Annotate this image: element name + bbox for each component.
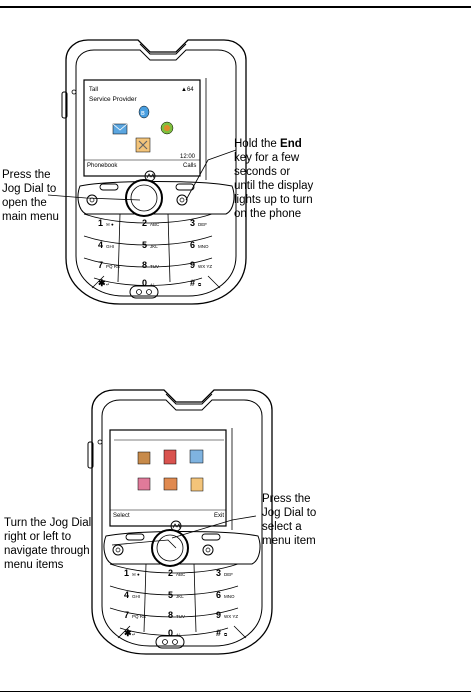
end-key-label: End bbox=[280, 138, 302, 150]
keypad-digit: 0 bbox=[168, 628, 173, 638]
keypad-letters: +↑ bbox=[176, 632, 181, 637]
callout-select: Press the Jog Dial to select a menu item bbox=[262, 492, 316, 548]
keypad-digit: 8 bbox=[142, 260, 147, 270]
settings-icon bbox=[135, 137, 151, 153]
callout-line: open the bbox=[2, 197, 47, 209]
callout-line: main menu bbox=[2, 211, 59, 223]
keypad-digit: 2 bbox=[142, 218, 147, 228]
signal-indicator: Tall bbox=[89, 87, 98, 93]
svg-text:ʙ: ʙ bbox=[141, 110, 145, 117]
callout-line: on the phone bbox=[234, 208, 302, 220]
left-softkey-label-2: Select bbox=[113, 513, 130, 519]
right-softkey-label: Calls bbox=[183, 163, 196, 169]
callout-line: select a bbox=[262, 521, 302, 533]
callout-line: Press the bbox=[262, 493, 311, 505]
keypad-letters: JKL bbox=[150, 244, 158, 249]
keypad-letters: WX YZ bbox=[198, 264, 212, 269]
keypad-letters: PQ RS bbox=[132, 614, 146, 619]
menu-icon-6 bbox=[190, 477, 204, 492]
keypad-letters: JKL bbox=[176, 594, 184, 599]
keypad-letters: TUV bbox=[176, 614, 185, 619]
clock-display: 12:00 bbox=[180, 154, 196, 160]
keypad-digit: 4 bbox=[124, 590, 129, 600]
menu-icon-3 bbox=[189, 449, 204, 464]
callout-line: Press the bbox=[2, 169, 51, 181]
callout-navigate: Turn the Jog Dial right or left to navig… bbox=[4, 516, 91, 572]
keypad-letters: DEF bbox=[198, 222, 207, 227]
keypad-letters: ⧉ bbox=[198, 282, 202, 287]
keypad-digit: 1 bbox=[124, 568, 129, 578]
callout-line: Jog Dial to bbox=[262, 507, 317, 519]
keypad-letters: GHI bbox=[132, 594, 140, 599]
callout-line: lights up to turn bbox=[234, 194, 313, 206]
battery-indicator: ▲64 bbox=[181, 87, 194, 93]
keypad-digit: 1 bbox=[98, 218, 103, 228]
keypad-digit: ✱ bbox=[98, 278, 106, 288]
keypad-letters: WX YZ bbox=[224, 614, 238, 619]
callout-line: seconds or bbox=[234, 166, 291, 178]
phone-figure-2: Select Exit bbox=[87, 389, 273, 655]
phone-figure-1: Tall ▲64 Service Provider ʙ 12:00 Phoneb… bbox=[61, 39, 247, 305]
keypad-digit: 9 bbox=[216, 610, 221, 620]
callout-line: navigate through bbox=[4, 545, 90, 557]
keypad-digit: 2 bbox=[168, 568, 173, 578]
keypad-digit: 0 bbox=[142, 278, 147, 288]
bottom-rule bbox=[0, 691, 471, 692]
keypad-digit: 7 bbox=[124, 610, 129, 620]
callout-line: menu items bbox=[4, 559, 64, 571]
keypad-digit: 3 bbox=[190, 218, 195, 228]
menu-icon-2 bbox=[163, 449, 177, 465]
keypad-letters: ↵ bbox=[132, 632, 136, 637]
left-softkey-label: Phonebook bbox=[87, 163, 118, 169]
service-provider-label: Service Provider bbox=[89, 96, 138, 103]
keypad-letters: DEF bbox=[224, 572, 233, 577]
callout-line: Hold the End bbox=[234, 138, 302, 150]
keypad-digit: 4 bbox=[98, 240, 103, 250]
callout-power-on: Hold the End key for a few seconds or un… bbox=[234, 137, 313, 221]
web-icon bbox=[160, 121, 174, 135]
keypad-digit: 9 bbox=[190, 260, 195, 270]
keypad-digit: 6 bbox=[190, 240, 195, 250]
right-softkey-label-2: Exit bbox=[214, 513, 224, 519]
keypad-letters: TUV bbox=[150, 264, 159, 269]
keypad-letters: ✉ ● bbox=[132, 572, 140, 577]
keypad-letters: MNO bbox=[224, 594, 235, 599]
keypad-digit: 3 bbox=[216, 568, 221, 578]
keypad-digit: # bbox=[190, 278, 195, 288]
keypad-letters: ↵ bbox=[106, 282, 110, 287]
menu-icon-grid bbox=[137, 449, 204, 492]
keypad-letters: ABC bbox=[150, 222, 160, 227]
keypad-digit: 6 bbox=[216, 590, 221, 600]
keypad-digit: 7 bbox=[98, 260, 103, 270]
screen-shortcut-icon: ʙ bbox=[138, 105, 150, 119]
keypad-digit: 5 bbox=[142, 240, 147, 250]
callout-line: key for a few bbox=[234, 152, 300, 164]
keypad-digit: 5 bbox=[168, 590, 173, 600]
menu-icon-4 bbox=[137, 477, 151, 491]
keypad-letters: PQ RS bbox=[106, 264, 120, 269]
keypad-letters: ABC bbox=[176, 572, 186, 577]
keypad-digit: 8 bbox=[168, 610, 173, 620]
menu-icon-1 bbox=[137, 451, 151, 465]
callout-line: Jog Dial to bbox=[2, 183, 57, 195]
callout-line: until the display bbox=[234, 180, 314, 192]
keypad-letters: ✉ ● bbox=[106, 222, 114, 227]
keypad-digit: ✱ bbox=[124, 628, 132, 638]
keypad-letters: MNO bbox=[198, 244, 209, 249]
keypad-letters: +↑ bbox=[150, 282, 155, 287]
keypad-digit: # bbox=[216, 628, 221, 638]
keypad-letters: ⧉ bbox=[224, 632, 228, 637]
callout-line: right or left to bbox=[4, 531, 72, 543]
top-rule bbox=[0, 6, 471, 8]
email-icon bbox=[112, 123, 128, 135]
callout-line: Turn the Jog Dial bbox=[4, 517, 92, 529]
callout-line: menu item bbox=[262, 535, 316, 547]
keypad-letters: GHI bbox=[106, 244, 114, 249]
menu-icon-5 bbox=[163, 477, 178, 491]
callout-open-menu: Press the Jog Dial to open the main menu bbox=[2, 168, 59, 224]
leader-lines bbox=[47, 149, 257, 549]
